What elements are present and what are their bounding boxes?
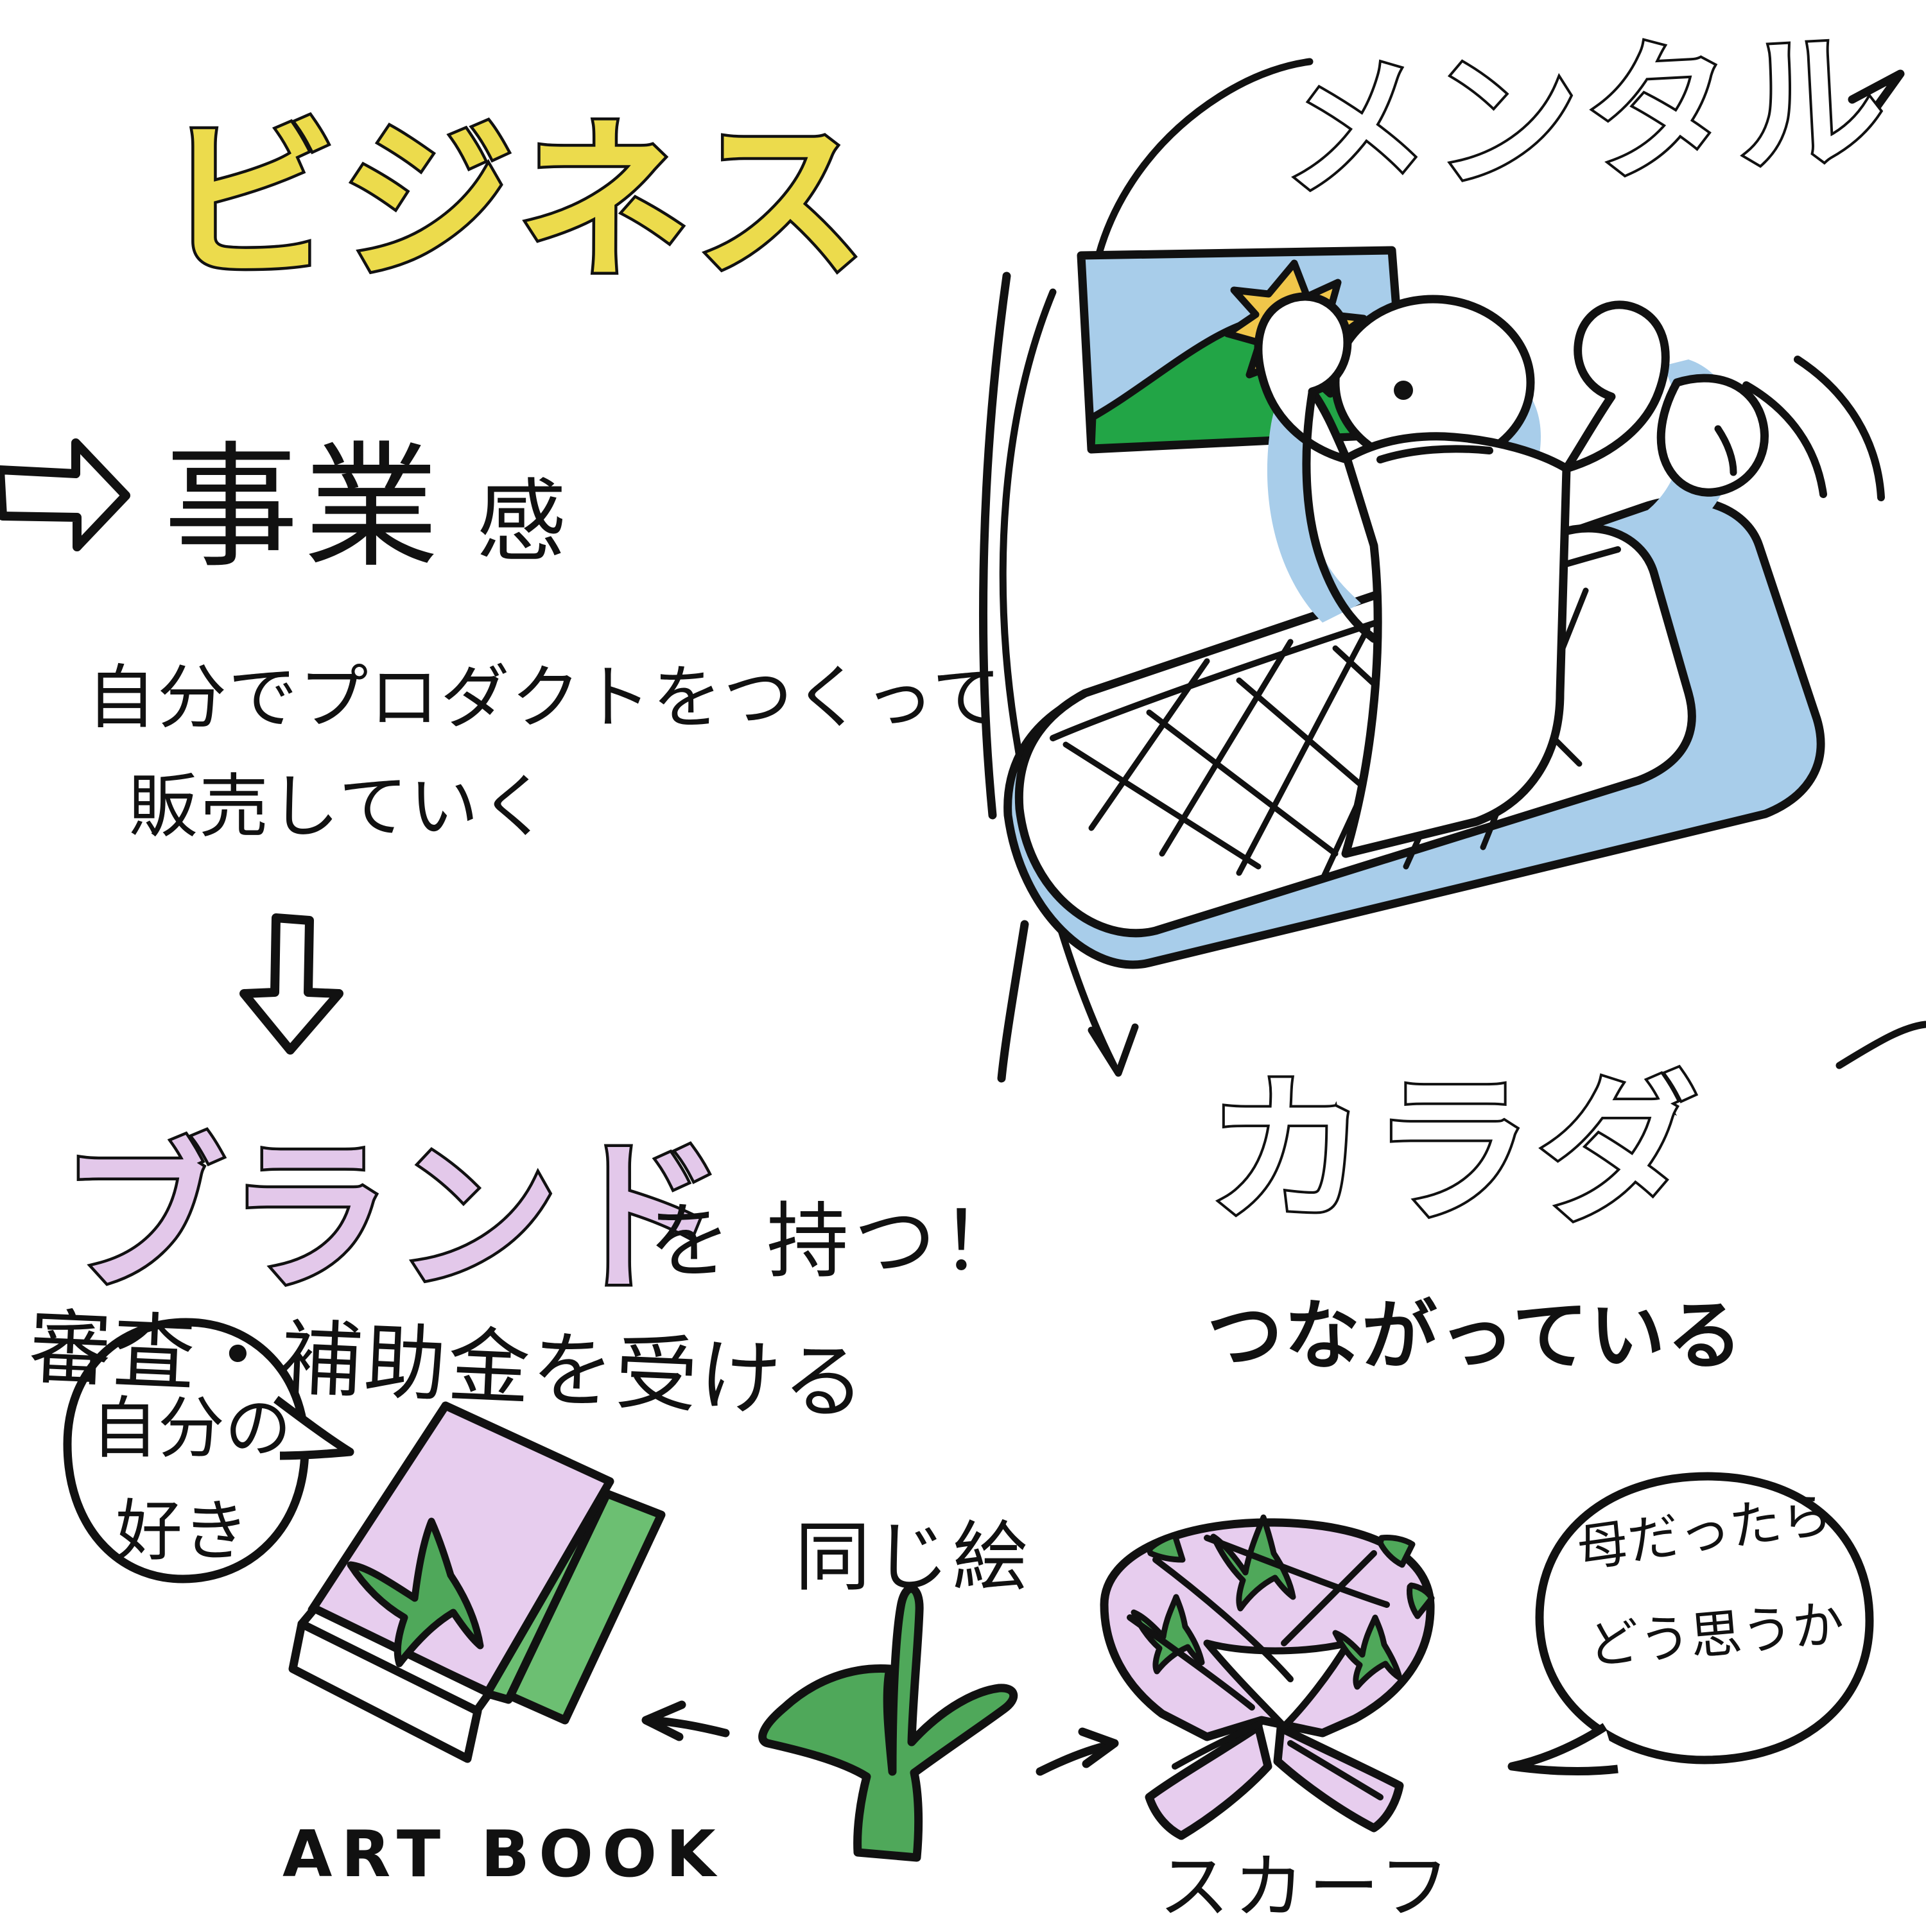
- body-caption: つながっている: [1207, 1291, 1744, 1380]
- motion-line-1: [1742, 381, 1827, 498]
- arrow-to-book: [644, 1716, 730, 1738]
- speech-bubble-own-likes: [63, 1318, 354, 1583]
- person-figure: [1254, 292, 1769, 858]
- arrow-right-outline: [0, 438, 130, 551]
- plant-motif-book: [347, 1517, 484, 1668]
- business-body-line2: 販売していく: [128, 767, 551, 847]
- brand-heading-suffix: を 持つ！: [648, 1194, 1028, 1289]
- business-subheading: 事業: [164, 429, 444, 586]
- bubble-own-likes-line1: 自分の: [91, 1389, 292, 1467]
- same-picture-label: 同じ絵: [795, 1513, 1032, 1601]
- bed-post: [979, 272, 1011, 820]
- bed-foot: [997, 920, 1029, 1083]
- bubble-own-likes-line2: 好き: [116, 1492, 250, 1570]
- mental-heading: メンタル: [1274, 13, 1895, 221]
- quilt: [1014, 524, 1696, 938]
- scarf-fold-lines: [1127, 1535, 1390, 1800]
- hand-right: [1656, 374, 1769, 497]
- connector-window-to-body: [999, 288, 1118, 1069]
- torso: [1341, 432, 1571, 858]
- plant-illustration: [758, 1584, 1018, 1862]
- speech-bubble-mother-view: [1507, 1472, 1874, 1775]
- arrow-down-outline: [239, 913, 343, 1055]
- arm-right: [1562, 300, 1670, 473]
- shoulder-line: [1376, 445, 1493, 463]
- art-book-label: ART BOOK: [282, 1816, 725, 1892]
- arm-left-lower: [1302, 388, 1378, 643]
- motion-line-2: [1794, 356, 1885, 501]
- scarf-illustration: [1100, 1514, 1435, 1840]
- business-heading: ビジネス: [161, 98, 871, 306]
- hand-right-crease: [1714, 425, 1737, 476]
- brand-heading: ブランド: [58, 1120, 729, 1316]
- scarf-label: スカーフ: [1159, 1846, 1454, 1928]
- business-body-line1: 自分でプロダクトをつくって: [87, 658, 1003, 738]
- connector-body-right: [1835, 1021, 1926, 1069]
- connector-window-to-mental: [1088, 58, 1314, 296]
- body-heading: カラダ: [1204, 1055, 1703, 1247]
- eye: [1394, 381, 1413, 400]
- art-book: [288, 1401, 666, 1763]
- arrowhead-mental: [1848, 69, 1905, 123]
- business-subheading-suffix: 感: [476, 470, 567, 574]
- arrowhead-body: [1088, 1023, 1139, 1077]
